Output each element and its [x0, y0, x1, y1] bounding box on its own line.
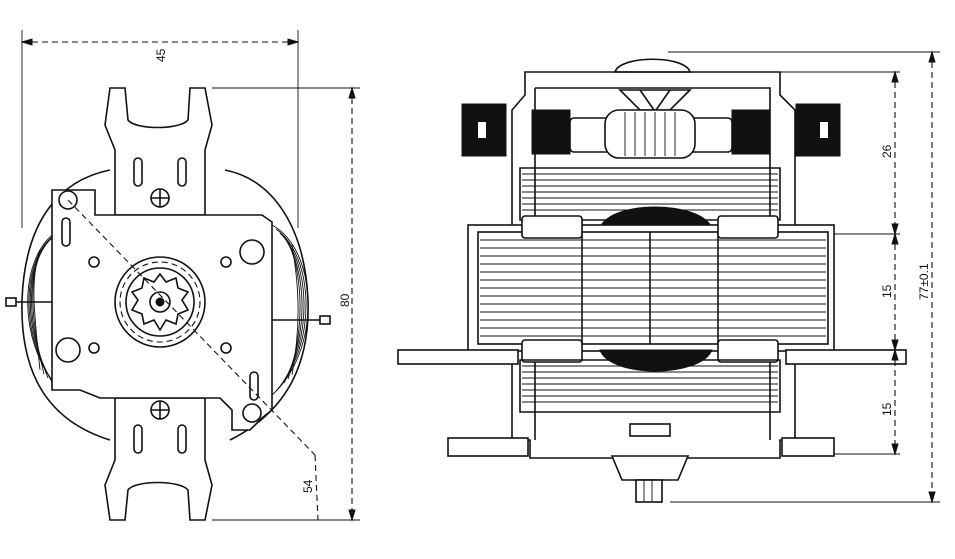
dim-54-label: 54: [301, 479, 315, 493]
side-lower-winding: [519, 349, 781, 413]
front-left-coil: [27, 229, 61, 391]
dim-45-label: 45: [154, 48, 168, 62]
side-right-brush-holder: [795, 103, 841, 157]
dim-26-label: 26: [880, 144, 894, 158]
dim-80-label: 80: [338, 293, 352, 307]
front-right-pin: [319, 315, 331, 325]
side-upper-winding: [519, 167, 781, 229]
side-view: 26 15 15 77±0.1: [397, 50, 940, 504]
front-left-pin: [5, 297, 17, 307]
dim-77-label: 77±0.1: [917, 263, 931, 300]
side-left-arm: [397, 349, 519, 365]
front-right-coil: [271, 224, 309, 396]
side-left-foot: [447, 437, 529, 457]
dimension-15-lower: 15: [880, 348, 899, 456]
front-diagonal-line: [67, 199, 316, 456]
dim-15-lower-label: 15: [880, 402, 894, 416]
side-right-arm: [785, 349, 907, 365]
side-bottom-shaft: [610, 455, 690, 481]
dimension-80: 80: [212, 86, 360, 522]
front-top-bracket: [104, 87, 213, 216]
front-view: 45 80 54: [5, 30, 360, 522]
dimension-45: 45: [20, 30, 300, 228]
side-right-foot: [781, 437, 835, 457]
dimension-15-core: 15: [880, 232, 899, 352]
side-top-cap: [613, 58, 692, 73]
side-commutator: [569, 89, 733, 159]
front-bottom-bracket: [104, 397, 213, 521]
dim-15-core-label: 15: [880, 284, 894, 298]
front-commutator: [114, 256, 206, 348]
dimension-77: 77±0.1: [917, 50, 936, 504]
side-outer-frame: [511, 71, 796, 459]
dimension-26: 26: [880, 70, 899, 236]
side-stator-core: [467, 215, 835, 363]
